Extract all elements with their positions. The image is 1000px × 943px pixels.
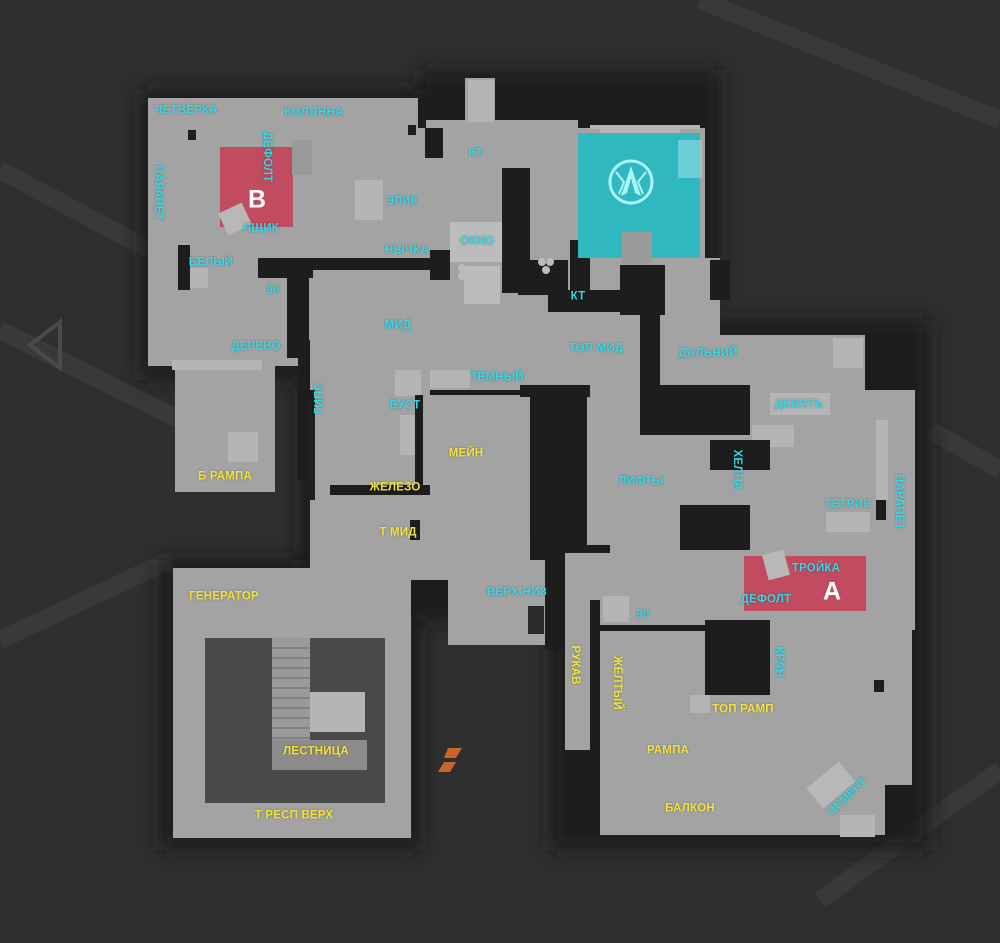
callout-nychka: НЫЧКА: [385, 244, 429, 257]
callout-top-ramp: ТОП РАМП: [712, 703, 774, 716]
callout-derevo: ДЕРЕВО: [231, 340, 281, 353]
callout-yashchik: ЯЩИК: [242, 222, 280, 235]
s-logo-watermark-icon: [438, 748, 462, 772]
callout-balkon: БАЛКОН: [665, 802, 715, 815]
callout-khelpa: ХЕЛПА: [730, 449, 743, 491]
callout-rampa: РАМПА: [646, 744, 690, 757]
callout-b-90: 90: [266, 284, 280, 297]
callout-t-resp-verkh: Т РЕСП ВЕРХ: [254, 809, 334, 822]
callout-devyat: ДЕВЯТЬ: [774, 398, 824, 411]
callout-tetris: ТЕТРИС: [824, 498, 872, 511]
callout-mein: МЕЙН: [448, 447, 484, 460]
callout-rukav: РУКАВ: [568, 645, 581, 685]
callout-kt-mid: КТ: [570, 290, 586, 303]
background-arrow-icon: [26, 317, 62, 373]
callout-dalniy: ДАЛЬНИЙ: [678, 347, 738, 360]
callout-lestnitsa: ЛЕСТНИЦА: [283, 745, 349, 758]
callout-lifty: ЛИФТЫ: [618, 475, 664, 488]
window-boxes: [450, 222, 554, 304]
callout-parapet-a: ПАРАПЕТ: [892, 474, 905, 530]
callout-t-mid: Т МИД: [379, 526, 417, 539]
b-ramp-area: [175, 360, 275, 492]
a-site-letter: A: [822, 577, 842, 606]
callout-chetverka: ЧЕТВЁРКА: [154, 104, 218, 117]
callout-gips: ГИПС: [313, 381, 326, 415]
callout-okno: ОКНО: [459, 235, 495, 248]
callout-kt-top: КТ: [468, 147, 484, 160]
callout-defolt-b: ДЕФОЛТ: [260, 131, 273, 183]
a-site-zone: [744, 556, 866, 611]
map-walls: [178, 98, 886, 750]
callout-generator: ГЕНЕРАТОР: [189, 590, 259, 603]
callout-zhelezo: ЖЕЛЕЗО: [369, 481, 421, 494]
b-site-letter: B: [247, 185, 267, 214]
callout-kran: КРАН: [772, 646, 785, 678]
callout-elik: ЭЛИК: [386, 195, 418, 208]
counter-terrorist-emblem-icon: [608, 159, 654, 205]
callout-verkh-niz: ВЕРХ-НИЗ: [486, 586, 548, 599]
callout-zhyoltyy: ЖЁЛТЫЙ: [610, 656, 623, 710]
callout-mid: МИД: [384, 319, 412, 332]
callout-b-rampa: Б РАМПА: [198, 470, 252, 483]
callout-top-mid: ТОП МИД: [568, 342, 624, 355]
callout-a-90: 90: [636, 608, 650, 621]
callout-bust: БУСТ: [389, 399, 421, 412]
callout-belyy: БЕЛЫЙ: [188, 256, 234, 269]
callout-parapet-b: ПАРАПЕТ: [151, 165, 164, 221]
callout-tyomnyy: ТЁМНЫЙ: [470, 371, 524, 384]
callout-troyka: ТРОЙКА: [791, 562, 841, 575]
callout-defolt-a: ДЕФОЛТ: [740, 593, 792, 606]
callout-kolonna: КОЛОННА: [284, 106, 344, 119]
